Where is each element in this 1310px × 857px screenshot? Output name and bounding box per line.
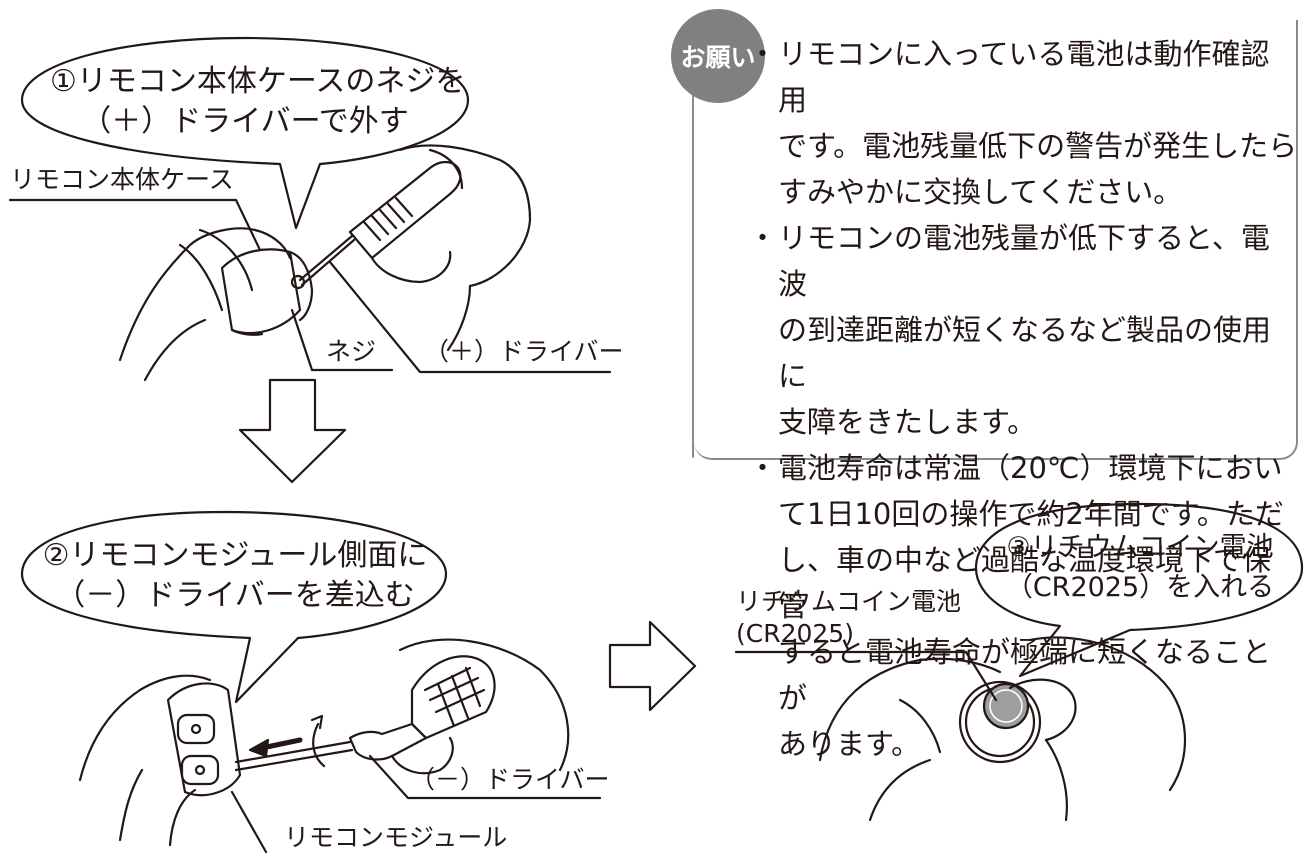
right-arrow (608, 620, 697, 712)
label-screw: ネジ (326, 337, 377, 366)
notice-line: リモコンに入っている電池は動作確認用 (778, 37, 1270, 117)
step2-hands-illustration (78, 638, 602, 854)
notice-bullet: ・ (748, 37, 778, 71)
notice-list: ・ リモコンに入っている電池は動作確認用 です。電池残量低下の警告が発生したら … (748, 31, 1298, 767)
speech-bubble-step3 (974, 502, 1304, 678)
notice-bullet: ・ (748, 451, 778, 485)
notice-box (692, 20, 1298, 460)
label-phillips-driver: （＋）ドライバー (424, 337, 624, 366)
step3-hands-illustration (734, 636, 1186, 822)
label-coin-battery-line1: リチウムコイン電池 (736, 587, 962, 616)
notice-line: の到達距離が短くなるなど製品の使用に (778, 313, 1272, 393)
step3-instruction: ③リチウムコイン電池 （CR2025）を入れる (990, 528, 1290, 608)
step2-instruction-line1: ②リモコンモジュール側面に (42, 538, 428, 573)
label-flathead-driver: （－）ドライバー (410, 765, 610, 794)
label-coin-battery-line2: (CR2025) (736, 619, 854, 648)
notice-bullet: ・ (748, 221, 778, 255)
notice-badge: お願い (671, 9, 765, 103)
step2-instruction-line2: （－）ドライバーを差込む (55, 578, 415, 613)
step3-instruction-line1: ③リチウムコイン電池 (1006, 532, 1274, 563)
notice-line: リモコンの電池残量が低下すると、電波 (778, 221, 1270, 301)
notice-line: て1日10回の操作で約2年間です。ただ (778, 497, 1284, 531)
step1-instruction-line1: ①リモコン本体ケースのネジを (50, 64, 466, 99)
label-remote-case: リモコン本体ケース (10, 165, 234, 194)
step1-instruction-line2: （＋）ドライバーで外す (81, 104, 409, 139)
notice-item: ・ リモコンの電池残量が低下すると、電波 の到達距離が短くなるなど製品の使用に … (748, 215, 1298, 445)
down-arrow (238, 378, 347, 484)
module-body (166, 682, 242, 797)
notice-item: ・ 電池寿命は常温（20℃）環境下におい て1日10回の操作で約2年間です。ただ… (748, 445, 1298, 767)
notice-line: あります。 (778, 727, 921, 761)
speech-bubble-step2 (20, 510, 448, 704)
notice-line: すみやかに交換してください。 (778, 175, 1183, 209)
notice-line: し、車の中など過酷な温度環境下で保管 (778, 543, 1272, 623)
notice-line: すると電池寿命が極端に短くなることが (778, 635, 1272, 715)
step1-instruction: ①リモコン本体ケースのネジを （＋）ドライバーで外す (50, 62, 466, 142)
notice-item: ・ リモコンに入っている電池は動作確認用 です。電池残量低下の警告が発生したら … (748, 31, 1298, 215)
speech-bubble-step1 (20, 36, 470, 230)
notice-line: 電池寿命は常温（20℃）環境下におい (778, 451, 1283, 485)
notice-line: です。電池残量低下の警告が発生したら (778, 129, 1298, 163)
step2-instruction: ②リモコンモジュール側面に （－）ドライバーを差込む (40, 536, 430, 616)
label-coin-battery: リチウムコイン電池 (CR2025) (736, 586, 961, 650)
notice-line: 支障をきたします。 (778, 405, 1037, 439)
label-remote-module: リモコンモジュール (284, 823, 508, 852)
step3-instruction-line2: （CR2025）を入れる (1005, 572, 1275, 603)
step1-hands-illustration (8, 144, 612, 382)
